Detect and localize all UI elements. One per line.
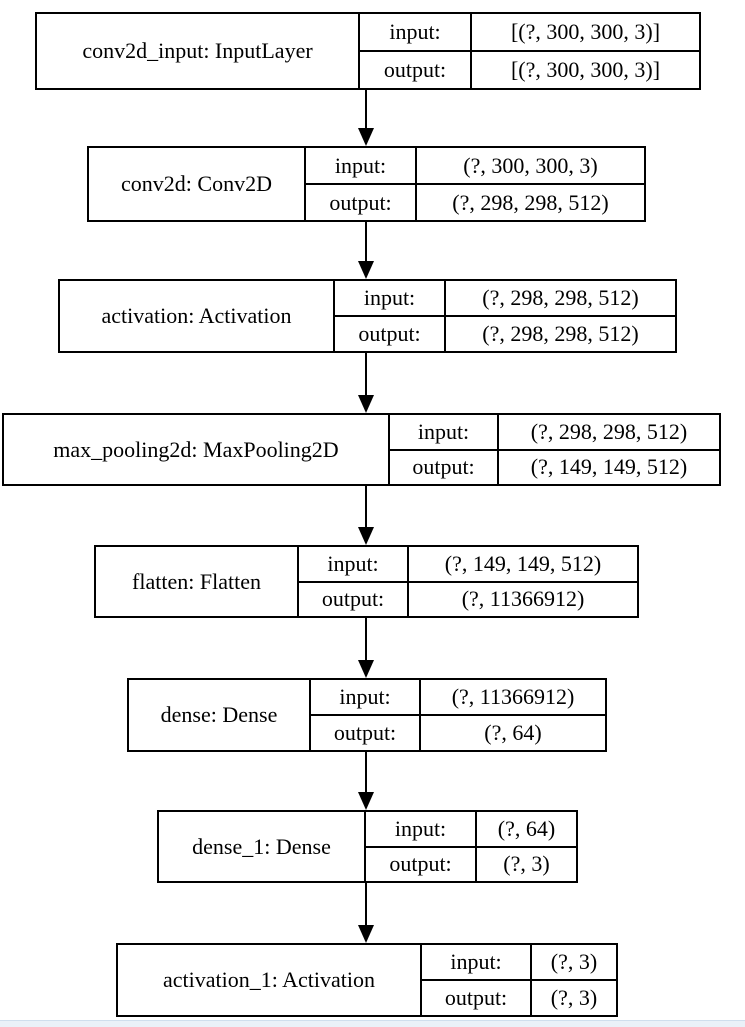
- output-shape: (?, 298, 298, 512): [452, 189, 609, 215]
- output-row: output: (?, 3): [366, 847, 576, 881]
- output-shape: (?, 11366912): [461, 586, 585, 612]
- layer-node-activation-1: activation_1: Activation input: (?, 3) o…: [116, 943, 618, 1017]
- edge-connector: [365, 883, 367, 925]
- output-shape: (?, 3): [503, 851, 550, 877]
- io-table: input: (?, 300, 300, 3) output: (?, 298,…: [306, 148, 644, 220]
- layer-name: max_pooling2d: MaxPooling2D: [4, 415, 390, 484]
- arrowhead-icon: [358, 792, 374, 810]
- output-row: output: (?, 64): [311, 716, 605, 750]
- output-row: output: (?, 298, 298, 512): [306, 185, 644, 220]
- layer-node-dense: dense: Dense input: (?, 11366912) output…: [127, 678, 607, 752]
- output-row: output: (?, 11366912): [299, 582, 637, 616]
- output-label: output:: [390, 450, 499, 484]
- input-row: input: (?, 298, 298, 512): [390, 415, 719, 451]
- input-label: input:: [299, 547, 409, 581]
- edge-connector: [365, 353, 367, 395]
- input-label: input:: [306, 148, 417, 183]
- io-table: input: (?, 298, 298, 512) output: (?, 29…: [335, 281, 675, 351]
- input-row: input: (?, 11366912): [311, 680, 605, 716]
- input-row: input: (?, 300, 300, 3): [306, 148, 644, 185]
- input-shape: [(?, 300, 300, 3)]: [510, 19, 661, 44]
- io-table: input: [(?, 300, 300, 3)] output: [(?, 3…: [360, 14, 699, 88]
- input-label: input:: [360, 14, 472, 50]
- output-label: output:: [360, 52, 472, 88]
- bottom-edge-strip: [0, 1020, 745, 1027]
- arrowhead-icon: [358, 660, 374, 678]
- input-shape: (?, 298, 298, 512): [530, 418, 688, 444]
- output-label: output:: [306, 185, 417, 220]
- output-shape: (?, 3): [550, 985, 598, 1010]
- input-row: input: (?, 64): [366, 812, 576, 848]
- input-label: input:: [390, 415, 499, 449]
- input-label: input:: [311, 680, 421, 714]
- input-shape: (?, 298, 298, 512): [482, 285, 639, 310]
- output-row: output: (?, 298, 298, 512): [335, 317, 675, 351]
- layer-node-conv2d: conv2d: Conv2D input: (?, 300, 300, 3) o…: [87, 146, 646, 222]
- input-label: input:: [422, 945, 532, 979]
- layer-name: dense_1: Dense: [159, 812, 366, 881]
- output-row: output: (?, 149, 149, 512): [390, 450, 719, 484]
- input-shape: (?, 11366912): [451, 684, 575, 709]
- output-shape: (?, 64): [484, 720, 542, 745]
- layer-name: activation_1: Activation: [118, 945, 422, 1015]
- edge-connector: [365, 90, 367, 128]
- arrowhead-icon: [358, 128, 374, 146]
- output-label: output:: [422, 981, 532, 1015]
- output-row: output: [(?, 300, 300, 3)]: [360, 52, 699, 88]
- input-row: input: (?, 149, 149, 512): [299, 547, 637, 583]
- output-label: output:: [366, 847, 477, 881]
- edge-connector: [365, 752, 367, 792]
- input-row: input: (?, 298, 298, 512): [335, 281, 675, 317]
- input-label: input:: [366, 812, 477, 846]
- input-row: input: (?, 3): [422, 945, 616, 981]
- output-label: output:: [335, 317, 446, 351]
- input-shape: (?, 149, 149, 512): [444, 550, 602, 576]
- io-table: input: (?, 11366912) output: (?, 64): [311, 680, 605, 750]
- layer-name: conv2d: Conv2D: [89, 148, 306, 220]
- layer-name: conv2d_input: InputLayer: [37, 14, 360, 88]
- io-table: input: (?, 298, 298, 512) output: (?, 14…: [390, 415, 719, 484]
- input-label: input:: [335, 281, 446, 315]
- output-row: output: (?, 3): [422, 981, 616, 1015]
- layer-node-activation: activation: Activation input: (?, 298, 2…: [58, 279, 677, 353]
- input-shape: (?, 300, 300, 3): [463, 152, 598, 178]
- output-label: output:: [299, 582, 409, 616]
- edge-connector: [365, 486, 367, 527]
- layer-node-max-pooling2d: max_pooling2d: MaxPooling2D input: (?, 2…: [2, 413, 721, 486]
- arrowhead-icon: [358, 527, 374, 545]
- edge-connector: [365, 618, 367, 660]
- output-label: output:: [311, 716, 421, 750]
- arrowhead-icon: [358, 925, 374, 943]
- input-shape: (?, 3): [550, 949, 598, 974]
- layer-name: activation: Activation: [60, 281, 335, 351]
- io-table: input: (?, 149, 149, 512) output: (?, 11…: [299, 547, 637, 616]
- layer-node-dense-1: dense_1: Dense input: (?, 64) output: (?…: [157, 810, 578, 883]
- input-row: input: [(?, 300, 300, 3)]: [360, 14, 699, 52]
- layer-name: dense: Dense: [129, 680, 311, 750]
- io-table: input: (?, 64) output: (?, 3): [366, 812, 576, 881]
- layer-name: flatten: Flatten: [96, 547, 299, 616]
- output-shape: (?, 149, 149, 512): [530, 454, 688, 480]
- io-table: input: (?, 3) output: (?, 3): [422, 945, 616, 1015]
- layer-node-flatten: flatten: Flatten input: (?, 149, 149, 51…: [94, 545, 639, 618]
- output-shape: (?, 298, 298, 512): [482, 321, 639, 346]
- layer-node-conv2d-input: conv2d_input: InputLayer input: [(?, 300…: [35, 12, 701, 90]
- input-shape: (?, 64): [497, 815, 556, 841]
- arrowhead-icon: [358, 395, 374, 413]
- arrowhead-icon: [358, 261, 374, 279]
- edge-connector: [365, 222, 367, 261]
- output-shape: [(?, 300, 300, 3)]: [510, 57, 661, 82]
